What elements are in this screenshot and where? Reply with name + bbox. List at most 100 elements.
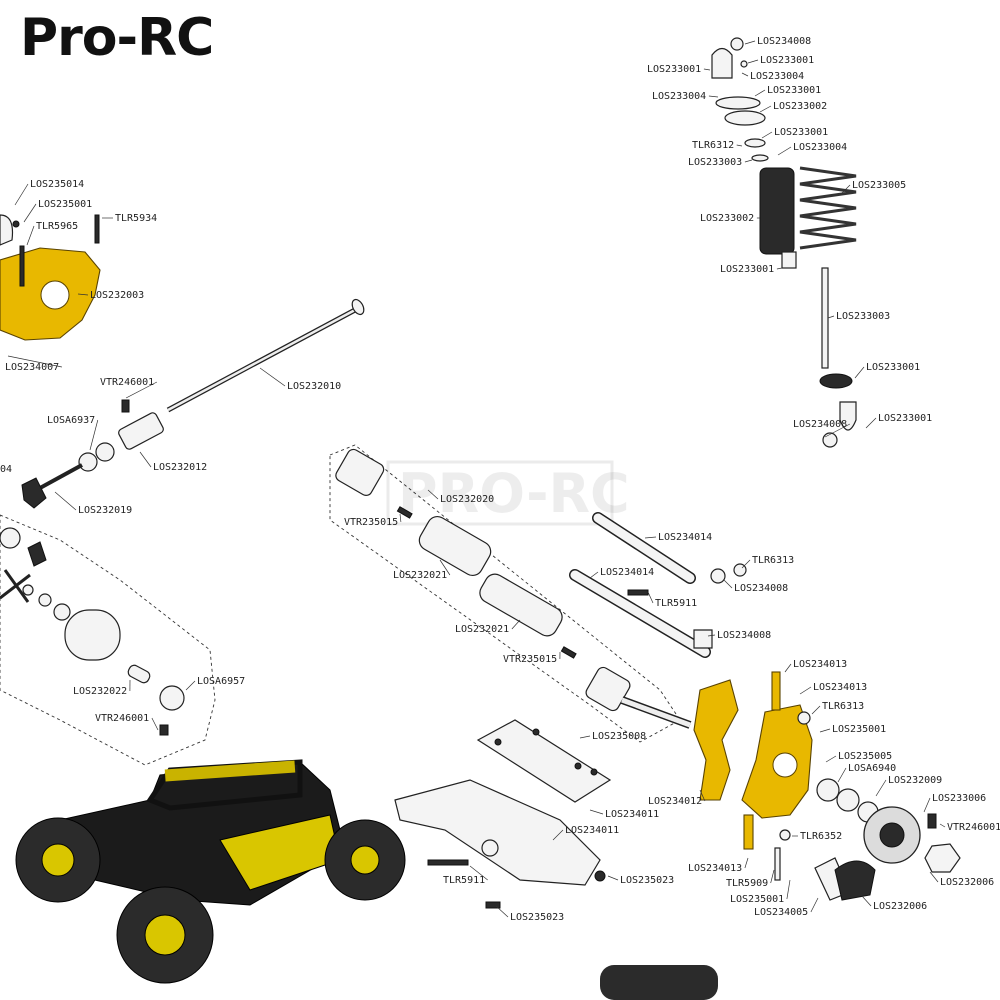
shock-oring xyxy=(740,60,748,68)
part-label-los232020: LOS232020 xyxy=(440,494,494,505)
part-label-losa6937: LOSA6937 xyxy=(47,415,95,426)
part-label-los232019: LOS232019 xyxy=(78,505,132,516)
leader-line xyxy=(861,895,872,907)
part-label-los235001: LOS235001 xyxy=(730,894,784,905)
leader-line xyxy=(777,146,792,156)
steering-links xyxy=(569,512,747,658)
leader-line xyxy=(723,579,733,589)
part-label-vtr246001: VTR246001 xyxy=(100,377,154,388)
small-washer-b xyxy=(38,593,52,607)
diff-housing-bearing-seat xyxy=(40,280,70,310)
steering-link-upper-inner xyxy=(593,513,695,583)
part-label-tlr6312: TLR6312 xyxy=(692,140,734,151)
bearing-right xyxy=(95,442,115,462)
leader-line xyxy=(579,735,591,739)
part-label-los233006: LOS233006 xyxy=(932,793,986,804)
leader-line xyxy=(827,315,835,319)
lower-arm-pivot xyxy=(481,839,499,857)
leader-line xyxy=(754,89,766,97)
lower-link-screw xyxy=(627,589,649,596)
leader-line xyxy=(469,865,488,881)
leader-line xyxy=(708,95,719,98)
hub-set-screw xyxy=(927,813,937,829)
c-hub xyxy=(693,679,739,801)
leader-line xyxy=(139,451,152,468)
part-label-tlr5911: TLR5911 xyxy=(655,598,697,609)
leader-line xyxy=(799,686,812,695)
cv-driveshaft-assembly xyxy=(335,448,692,729)
outdrive-shaft-pin xyxy=(127,664,151,684)
part-label-los234005: LOS234005 xyxy=(754,907,808,918)
shock-body xyxy=(759,167,795,255)
kingpin-nut xyxy=(797,711,811,725)
diff-screw-short xyxy=(94,214,100,244)
shock-shaft xyxy=(821,267,829,369)
driveshaft-end-cup xyxy=(351,298,365,316)
part-label-los233001: LOS233001 xyxy=(647,64,701,75)
leader-line xyxy=(824,423,851,438)
shock-rod-end-bushing xyxy=(822,432,838,448)
leader-line xyxy=(23,203,37,223)
truck-front-right-rim xyxy=(144,914,186,956)
truck-tire-bottom-edge xyxy=(600,965,718,1000)
part-label-los234011: LOS234011 xyxy=(565,825,619,836)
part-label-tlr6313: TLR6313 xyxy=(752,555,794,566)
driveshaft-group-outline xyxy=(329,444,681,743)
part-label-los233001: LOS233001 xyxy=(720,264,774,275)
leader-line xyxy=(825,755,837,763)
leader-line xyxy=(511,619,521,630)
part-label-los233001: LOS233001 xyxy=(760,55,814,66)
leader-line xyxy=(259,367,286,387)
cv-screw-top xyxy=(396,506,413,519)
part-label-los235023: LOS235023 xyxy=(620,875,674,886)
part-label-los234014: LOS234014 xyxy=(658,532,712,543)
part-label-los232012: LOS232012 xyxy=(153,462,207,473)
shock-assembly xyxy=(711,37,857,448)
leader-line xyxy=(644,536,657,539)
leader-line xyxy=(741,559,751,569)
part-label-losa6957: LOSA6957 xyxy=(197,676,245,687)
driveshaft-coupler xyxy=(118,412,164,450)
part-label-los234007: LOS234007 xyxy=(5,362,59,373)
outdrive-cup xyxy=(64,609,121,661)
steering-link-lower-inner xyxy=(570,570,710,657)
cv-screw-bottom xyxy=(560,646,577,659)
knuckle-bearing-b xyxy=(836,788,860,812)
part-label-los234013: LOS234013 xyxy=(793,659,847,670)
part-label-los233001: LOS233001 xyxy=(774,127,828,138)
leader-line xyxy=(703,68,711,71)
part-label-tlr5934: TLR5934 xyxy=(115,213,157,224)
watermark-box xyxy=(386,460,614,526)
part-label-tlr6352: TLR6352 xyxy=(800,831,842,842)
leader-line xyxy=(939,823,946,828)
part-label-los232003: LOS232003 xyxy=(90,290,144,301)
leader-line xyxy=(647,591,654,604)
truck-photo xyxy=(15,759,718,1000)
leader-line xyxy=(784,663,792,673)
part-label-tlr5965: TLR5965 xyxy=(36,221,78,232)
pinion-gear xyxy=(21,477,47,509)
steering-arm-screw xyxy=(774,847,781,881)
leader-line xyxy=(589,809,604,815)
skid-plate-body xyxy=(476,719,612,803)
knuckle-bearing-seat xyxy=(772,752,798,778)
part-label-los232010: LOS232010 xyxy=(287,381,341,392)
part-label-los234008: LOS234008 xyxy=(717,630,771,641)
shock-piston xyxy=(819,373,853,389)
leader-line xyxy=(744,40,756,45)
part-label-los232021: LOS232021 xyxy=(455,624,509,635)
leader-line xyxy=(26,225,35,246)
leader-line xyxy=(427,489,439,500)
part-label-los233005: LOS233005 xyxy=(852,180,906,191)
diff-small-screw xyxy=(12,220,20,228)
leader-line xyxy=(699,789,706,802)
leader-line xyxy=(744,857,749,869)
leader-line xyxy=(770,869,775,884)
part-label-los235001: LOS235001 xyxy=(832,724,886,735)
cv-yoke xyxy=(335,448,385,496)
brake-rotor-center xyxy=(879,822,905,848)
part-label-los233002: LOS233002 xyxy=(700,213,754,224)
part-label-los234008: LOS234008 xyxy=(734,583,788,594)
pinion-shaft xyxy=(39,463,83,490)
